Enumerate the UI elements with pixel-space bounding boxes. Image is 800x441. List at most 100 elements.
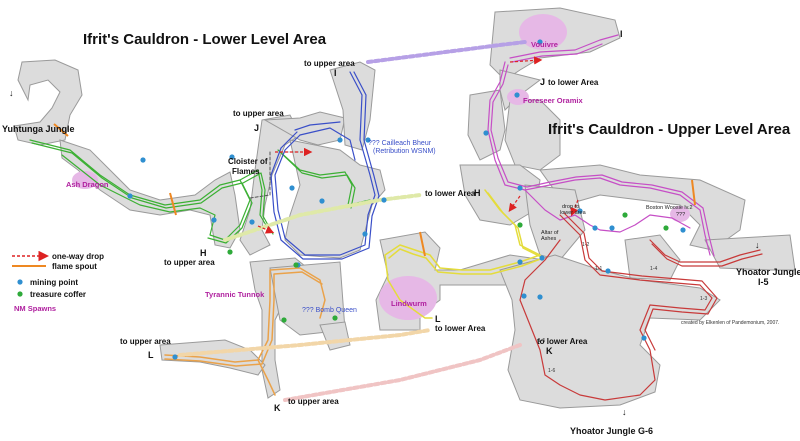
- one-way-drops: [257, 56, 579, 234]
- mining-point: [539, 255, 545, 261]
- altar-label-2: Ashes: [541, 236, 557, 242]
- marker-H-lower: H: [200, 248, 207, 258]
- nm-cailleach-bheur: ??? Cailleach Bheur: [368, 140, 432, 147]
- legend: one-way drop flame spout mining point tr…: [12, 250, 104, 313]
- exit-to-upper-K: to upper area: [288, 397, 339, 406]
- yhoator-i5-label: Yhoator Jungle: [736, 267, 800, 277]
- mining-point: [517, 185, 523, 191]
- flame-spouts: [53, 123, 696, 257]
- flame-spout: [419, 231, 426, 257]
- drop-label-1: drop to: [562, 204, 579, 210]
- exit-to-lower-J: to lower Area: [548, 78, 599, 87]
- treasure-coffer: [517, 222, 523, 228]
- mining-point: [337, 137, 343, 143]
- mining-point: [362, 231, 368, 237]
- treasure-coffers: [227, 212, 669, 323]
- mining-point: [537, 39, 543, 45]
- route-red: [519, 212, 763, 401]
- mining-point: [365, 137, 371, 143]
- mining-point: [319, 198, 325, 204]
- svg-text:1-3: 1-3: [700, 296, 707, 302]
- nm-spawn-zones: [72, 14, 690, 320]
- mining-point: [517, 259, 523, 265]
- lower-title: Ifrit's Cauldron - Lower Level Area: [83, 31, 327, 48]
- mining-point: [289, 185, 295, 191]
- flame-spout: [169, 192, 177, 216]
- drop-label-2: lower area: [560, 210, 587, 216]
- marker-L-upper: L: [435, 314, 441, 324]
- yhoator-i5-coord: I-5: [758, 277, 769, 287]
- nm-cailleach-note: (Retribution WSNM): [373, 148, 436, 155]
- nm-bomb-queen: ??? Bomb Queen: [302, 307, 357, 314]
- mining-point: [381, 197, 387, 203]
- route-blue: [270, 71, 380, 260]
- lindwurm-zone: [379, 276, 437, 320]
- yuhtunga-label: Yuhtunga Jungle: [2, 124, 75, 134]
- route-yellow: [384, 189, 544, 319]
- arrow-down-icon: ↓: [9, 88, 14, 98]
- legend-one-way-drop: one-way drop: [52, 252, 104, 261]
- svg-text:1-2: 1-2: [582, 242, 589, 248]
- mining-point: [609, 225, 615, 231]
- marker-I-upper: I: [620, 29, 623, 39]
- nm-foreseer-oramix: Foreseer Oramix: [523, 96, 583, 105]
- cave-floor: [13, 7, 796, 409]
- exit-to-upper-L: to upper area: [120, 337, 171, 346]
- nm-ash-dragon: Ash Dragon: [66, 180, 109, 189]
- altar-label-1: Altar of: [541, 230, 559, 236]
- svg-text:1-1: 1-1: [595, 266, 602, 272]
- mining-point: [537, 294, 543, 300]
- marker-K-upper: K: [546, 346, 553, 356]
- svg-text:1-4: 1-4: [650, 266, 657, 272]
- mining-point: [211, 217, 217, 223]
- yhoator-g6-label: Yhoator Jungle G-6: [570, 426, 653, 436]
- marker-I-lower: I: [334, 68, 337, 78]
- route-orange: [164, 267, 326, 396]
- connection-trails: [178, 40, 527, 402]
- exit-to-lower-H: to lower Area: [425, 189, 476, 198]
- exit-to-lower-L: to lower Area: [435, 324, 486, 333]
- mining-point: [127, 193, 133, 199]
- nm-lindwurm: Lindwurm: [391, 299, 427, 308]
- legend-treasure-coffer: treasure coffer: [30, 290, 86, 299]
- treasure-coffer: [227, 249, 233, 255]
- exit-to-lower-K: to lower Area: [537, 337, 588, 346]
- mining-point-symbol: [17, 279, 23, 285]
- marker-H-upper: H: [474, 188, 481, 198]
- legend-nm-spawns: NM Spawns: [14, 304, 56, 313]
- flame-spout: [53, 123, 69, 137]
- flame-spout: [691, 179, 696, 206]
- mining-point: [249, 219, 255, 225]
- vouivre-zone: [519, 14, 567, 50]
- cloister-label-2: Flames: [232, 167, 260, 176]
- marker-L-lower: L: [148, 350, 154, 360]
- credit-text: created by Elkenlen of Pandemonium, 2007…: [681, 320, 779, 326]
- exit-to-upper-I: to upper area: [304, 59, 355, 68]
- cloister-label-1: Cloister of: [228, 157, 268, 166]
- route-magenta: [487, 34, 715, 257]
- mining-point: [641, 335, 647, 341]
- mining-point: [605, 268, 611, 274]
- svg-text:1-5: 1-5: [538, 338, 545, 344]
- routes: [29, 34, 763, 401]
- upper-title: Ifrit's Cauldron - Upper Level Area: [548, 121, 791, 138]
- nm-vouivre: Vouivre: [531, 40, 558, 49]
- ash-dragon-zone: [72, 171, 98, 189]
- marker-J-lower: J: [254, 123, 259, 133]
- legend-mining-point: mining point: [30, 278, 78, 287]
- mining-point: [172, 354, 178, 360]
- mining-point: [229, 154, 235, 160]
- treasure-coffer: [281, 317, 287, 323]
- mining-point: [483, 130, 489, 136]
- treasure-coffer-symbol: [17, 291, 23, 297]
- arrow-down-icon: ↓: [755, 240, 760, 250]
- treasure-coffer: [293, 262, 299, 268]
- boston-woosie-zone: [670, 206, 690, 222]
- mining-point: [680, 227, 686, 233]
- legend-flame-spout: flame spout: [52, 262, 97, 271]
- mining-point: [577, 208, 583, 214]
- treasure-coffer: [663, 225, 669, 231]
- mining-point: [514, 92, 520, 98]
- marker-K-lower: K: [274, 403, 281, 413]
- nm-boston-marker: ???: [676, 212, 685, 218]
